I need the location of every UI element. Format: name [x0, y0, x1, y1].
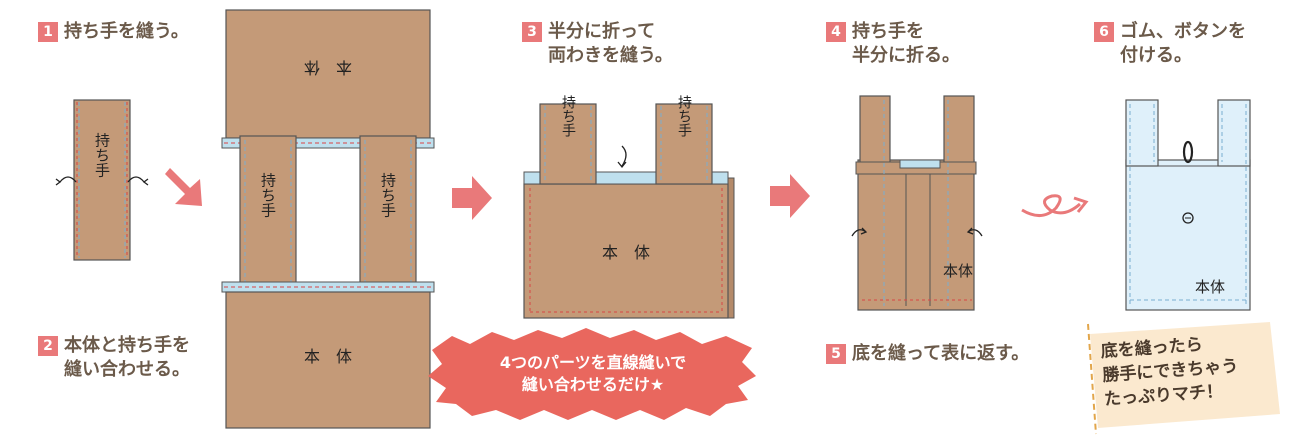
fold-in-arrow-right-icon: [966, 227, 983, 237]
step-2-text-line1: 本体と持ち手を: [64, 335, 190, 356]
step-6-number: 6: [1094, 22, 1114, 42]
step-2-label: 2 本体と持ち手を 縫い合わせる。: [38, 334, 190, 382]
handle-right-step2: [359, 135, 417, 289]
handle-label-step2-right: 持ち手: [379, 173, 397, 219]
burst-text: 4つのパーツを直線縫いで 縫い合わせるだけ★: [428, 352, 758, 396]
step-1-text: 持ち手を縫う。: [64, 21, 189, 42]
elastic-loop-icon: [1182, 140, 1194, 164]
body-label-step3: 本 体: [602, 243, 650, 262]
button-icon: [1182, 212, 1194, 224]
step-6-label: 6 ゴム、ボタンを 付ける。: [1094, 20, 1246, 68]
curly-arrow-icon: [1021, 194, 1081, 217]
step-3-label: 3 半分に折って 両わきを縫う。: [522, 20, 673, 68]
body-bottom-panel: [225, 291, 431, 429]
step-4-label: 4 持ち手を 半分に折る。: [826, 20, 960, 68]
step-4-number: 4: [826, 22, 846, 42]
seam-band-bottom: [221, 281, 435, 293]
bag-step3: [523, 103, 735, 319]
body-top-label: 本 体: [304, 58, 352, 77]
fold-arrow-right-icon: [127, 176, 145, 183]
step-2-text-line2: 縫い合わせる。: [64, 359, 190, 380]
step-4-text-line2: 半分に折る。: [852, 45, 960, 66]
body-label-step4: 本体: [943, 262, 973, 280]
handle-left-step2: [239, 135, 297, 289]
fold-arrow-left-icon: [59, 176, 77, 183]
step-6-text-line1: ゴム、ボタンを: [1120, 21, 1246, 42]
step-1-label: 1 持ち手を縫う。: [38, 20, 189, 44]
step-5-number: 5: [826, 344, 846, 364]
handle-label-step1: 持ち手: [93, 133, 111, 179]
step-3-text-line2: 両わきを縫う。: [548, 45, 673, 66]
seam-band-top: [221, 137, 435, 149]
body-label-step6: 本体: [1195, 278, 1225, 296]
note-card: [1090, 322, 1280, 428]
step-1-number: 1: [38, 22, 58, 42]
body-top-panel: [225, 9, 431, 139]
fold-in-arrow-left-icon: [851, 227, 868, 237]
step-4-text-line1: 持ち手を: [852, 21, 924, 42]
step-5-label: 5 底を縫って表に返す。: [826, 342, 1029, 366]
burst-line-2: 縫い合わせるだけ★: [521, 375, 665, 394]
handle-label-step3-left: 持ち手: [560, 95, 576, 138]
bag-step4: [855, 95, 977, 311]
fold-down-arrow-icon: [617, 145, 627, 169]
note-text: 底を縫ったら 勝手にできちゃう たっぷりマチ！: [1100, 331, 1241, 412]
step-3-number: 3: [522, 22, 542, 42]
finished-bag: [1125, 99, 1251, 311]
burst-line-1: 4つのパーツを直線縫いで: [499, 353, 687, 372]
arrow-diagonal-icon: [165, 168, 202, 206]
step-6-text-line2: 付ける。: [1120, 45, 1192, 66]
arrow-right-icon-1: [452, 176, 492, 220]
step-3-text-line1: 半分に折って: [548, 21, 656, 42]
handle-strip-step1: [73, 99, 131, 261]
arrow-right-icon-2: [770, 174, 810, 218]
highlight-burst: [428, 328, 756, 420]
body-bottom-label: 本 体: [304, 347, 352, 366]
step-2-number: 2: [38, 336, 58, 356]
handle-label-step3-right: 持ち手: [676, 95, 692, 138]
step-5-text: 底を縫って表に返す。: [852, 343, 1030, 364]
note-dashed-line: [1087, 323, 1097, 435]
handle-label-step2-left: 持ち手: [259, 173, 277, 219]
